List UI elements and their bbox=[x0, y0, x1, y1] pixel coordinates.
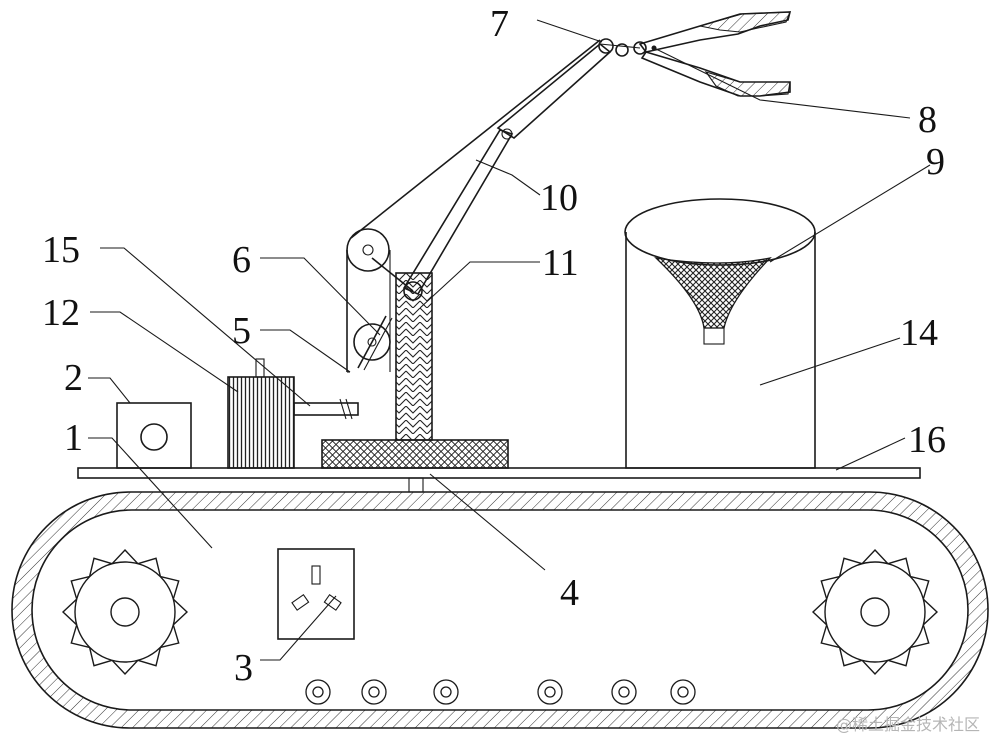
roller-hub bbox=[368, 686, 380, 698]
roller-hub bbox=[618, 686, 630, 698]
road-rollers bbox=[305, 679, 696, 705]
label-6: 6 bbox=[232, 239, 251, 281]
label-3: 3 bbox=[234, 647, 253, 689]
label-16: 16 bbox=[908, 419, 946, 461]
sprocket-wheel-right bbox=[811, 548, 939, 676]
label-4: 4 bbox=[560, 572, 579, 614]
vertical-column bbox=[395, 272, 433, 441]
roller-hub bbox=[440, 686, 452, 698]
leader-lines bbox=[88, 19, 931, 661]
storage-container bbox=[624, 198, 816, 469]
roller-hub bbox=[544, 686, 556, 698]
sprocket-wheel-left bbox=[61, 548, 189, 676]
gripper-clamp bbox=[598, 11, 792, 97]
turntable-base bbox=[321, 439, 509, 469]
label-14: 14 bbox=[900, 312, 938, 354]
roller-hub bbox=[677, 686, 689, 698]
label-11: 11 bbox=[542, 242, 579, 284]
label-12: 12 bbox=[42, 292, 80, 334]
pulley-cable bbox=[346, 39, 601, 373]
motor bbox=[227, 358, 359, 469]
label-2: 2 bbox=[64, 357, 83, 399]
label-8: 8 bbox=[918, 99, 937, 141]
label-15: 15 bbox=[42, 229, 80, 271]
label-1: 1 bbox=[64, 417, 83, 459]
power-socket bbox=[277, 548, 355, 640]
control-box bbox=[116, 402, 192, 469]
label-5: 5 bbox=[232, 310, 251, 352]
sprocket-hub bbox=[110, 597, 140, 627]
label-9: 9 bbox=[926, 141, 945, 183]
platform-plate bbox=[77, 467, 921, 493]
label-10: 10 bbox=[540, 177, 578, 219]
label-7: 7 bbox=[490, 3, 509, 45]
watermark: @稀土掘金技术社区 bbox=[836, 715, 980, 734]
roller-hub bbox=[312, 686, 324, 698]
part-labels: 7 8 9 10 11 15 6 12 5 14 2 1 16 4 3 bbox=[42, 3, 946, 689]
sprocket-hub bbox=[860, 597, 890, 627]
